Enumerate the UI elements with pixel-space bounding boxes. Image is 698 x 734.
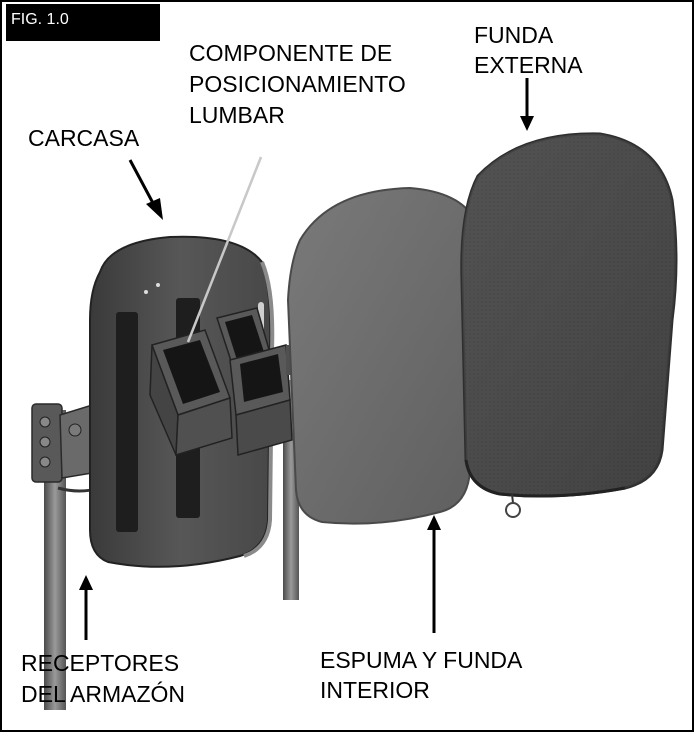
arrow-outer-cover: [520, 78, 534, 131]
label-frame-receivers-line1: RECEPTORES: [21, 650, 180, 676]
figure-tab: FIG. 1.0: [6, 4, 160, 41]
frame-tube-left: [44, 410, 66, 710]
lumbar-leader-line: [186, 156, 263, 343]
label-frame-receivers-line2: DEL ARMAZÓN: [21, 681, 186, 707]
label-lumbar-line2: POSICIONAMIENTO: [189, 71, 406, 97]
label-outer-cover-line1: FUNDA: [474, 22, 554, 48]
label-lumbar-line3: LUMBAR: [189, 102, 285, 128]
arrow-foam: [427, 515, 441, 633]
outer-cover: [460, 132, 678, 518]
arrow-shell: [128, 159, 163, 220]
label-shell: CARCASA: [28, 125, 140, 151]
lumbar-pads: [149, 307, 306, 457]
arrow-frame-receivers: [79, 575, 93, 640]
foam-inner-cover: [286, 186, 481, 525]
label-foam-line2: INTERIOR: [320, 677, 430, 703]
label-lumbar-line1: COMPONENTE DE: [189, 40, 393, 66]
label-outer-cover-line2: EXTERNA: [474, 52, 583, 78]
label-foam-line1: ESPUMA Y FUNDA: [320, 647, 523, 673]
figure-number: FIG. 1.0: [11, 11, 69, 28]
